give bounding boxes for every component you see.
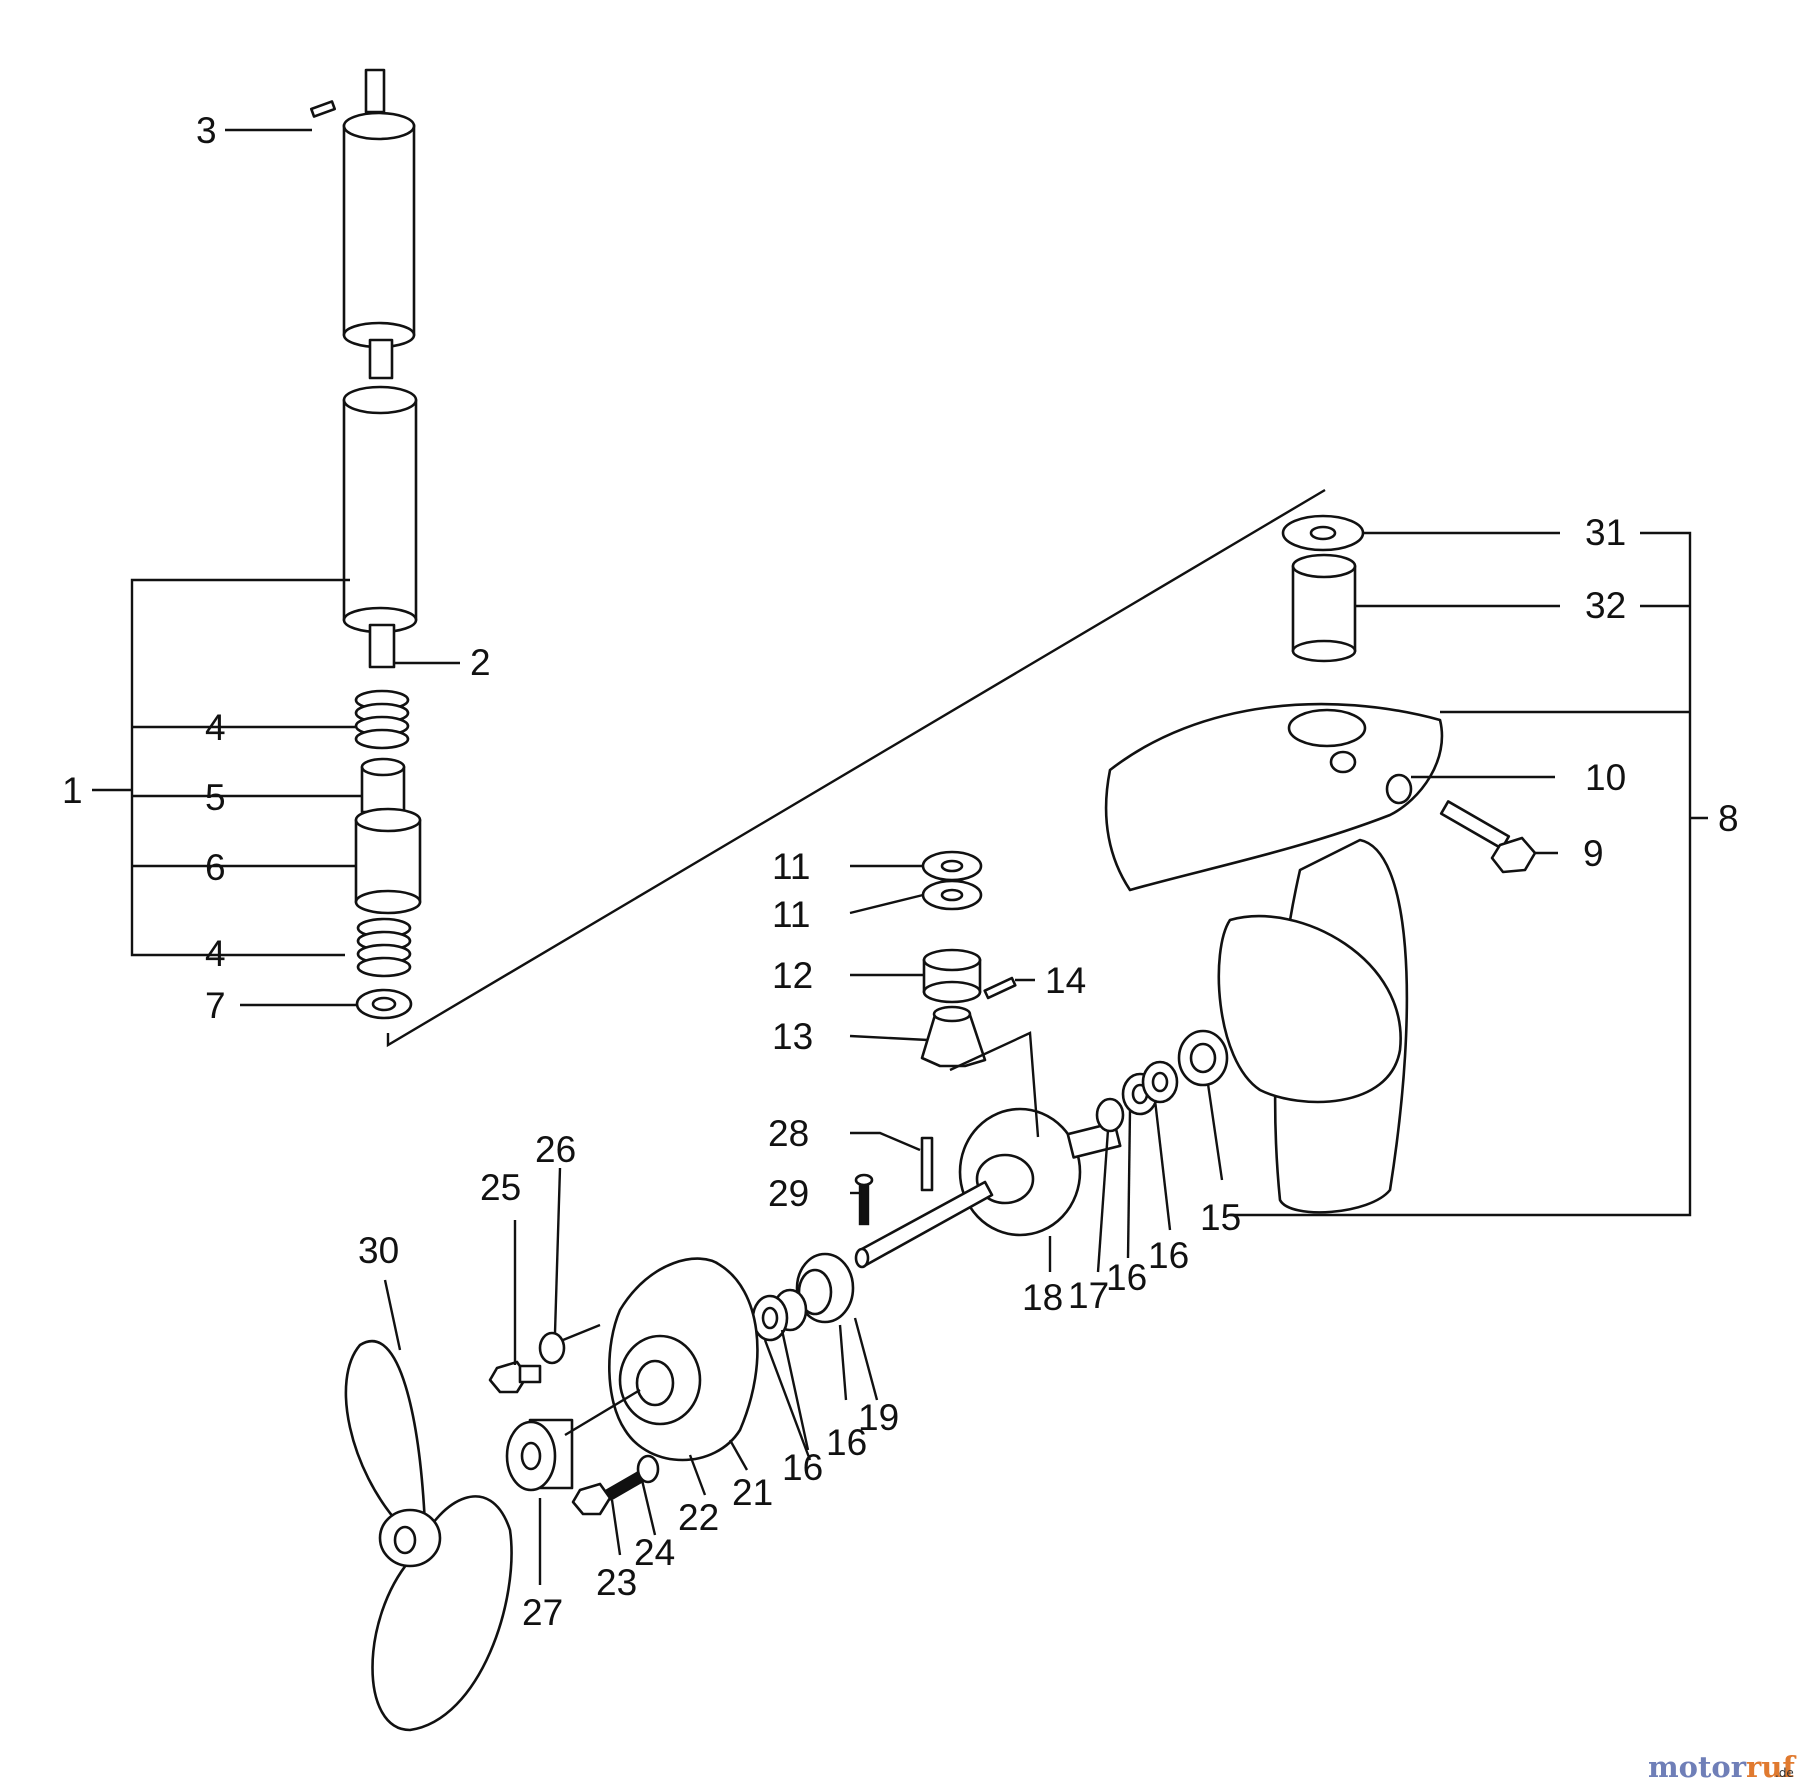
callout-21: 21: [732, 1472, 773, 1513]
screw-29: [854, 1173, 874, 1226]
callout-9: 9: [1583, 833, 1604, 874]
bushing-31: [1281, 514, 1365, 552]
callout-12: 12: [772, 955, 813, 996]
washer-7: [355, 988, 413, 1020]
washer-24: [636, 1454, 660, 1484]
lower-shaft-tube: [342, 398, 418, 622]
callout-28: 28: [768, 1113, 809, 1154]
propeller-housing-cover-21: [608, 1257, 759, 1462]
pinion-gear-13: [920, 1005, 987, 1068]
propeller-shaft: [854, 1180, 994, 1269]
drive-shaft-assembly: [309, 68, 418, 669]
watermark-brand-a: motor: [1648, 1750, 1747, 1784]
spring-4-lower: [356, 917, 412, 978]
callout-16-b: 16: [1148, 1235, 1189, 1276]
callout-11-lower: 11: [772, 894, 810, 935]
shaft-coupling: [368, 338, 394, 380]
circlip-17: [1095, 1097, 1125, 1133]
callout-6: 6: [205, 847, 226, 888]
washer-26: [538, 1331, 566, 1365]
bushing-6: [354, 807, 422, 915]
callout-29: 29: [768, 1173, 809, 1214]
washer-16-b: [1141, 1060, 1179, 1104]
callout-30: 30: [358, 1230, 399, 1271]
watermark-suffix: .de: [1775, 1766, 1794, 1780]
propeller-30: [344, 1339, 513, 1732]
bushing-5: [360, 757, 406, 814]
callout-13: 13: [772, 1016, 813, 1057]
pin-14: [983, 976, 1017, 1000]
bolt-23: [571, 1469, 648, 1516]
callout-11-upper: 11: [772, 846, 810, 887]
callout-23: 23: [596, 1562, 637, 1603]
upper-shaft-tube: [342, 123, 416, 337]
shaft-top-end: [364, 68, 386, 114]
callout-27: 27: [522, 1592, 563, 1633]
callout-25: 25: [480, 1167, 521, 1208]
callout-16-c: 16: [826, 1422, 867, 1463]
spacer-27: [505, 1418, 574, 1492]
shaft-bottom-end: [368, 623, 396, 669]
bearing-12: [922, 948, 982, 1004]
callout-5: 5: [205, 777, 226, 818]
gear-housing-8: [1104, 702, 1444, 1214]
callout-8: 8: [1718, 798, 1739, 839]
bushing-32: [1291, 553, 1357, 663]
crown-gear-18: [958, 1107, 1122, 1237]
callout-18: 18: [1022, 1277, 1063, 1318]
lower-tube-top: [342, 385, 418, 415]
washer-11-upper: [921, 850, 983, 882]
bolt-9: [1439, 800, 1537, 874]
pin-28: [920, 1136, 934, 1192]
bolt-25: [488, 1360, 542, 1394]
callout-14: 14: [1045, 960, 1086, 1001]
callout-26: 26: [535, 1129, 576, 1170]
callout-24: 24: [634, 1532, 675, 1573]
callout-4-upper: 4: [205, 707, 226, 748]
callout-3: 3: [196, 110, 217, 151]
callout-19: 19: [858, 1397, 899, 1438]
callout-10: 10: [1585, 757, 1626, 798]
callout-7: 7: [205, 985, 226, 1026]
spring-4-upper: [354, 689, 410, 750]
callout-15: 15: [1200, 1197, 1241, 1238]
callout-1: 1: [62, 770, 83, 811]
leader-lines: [92, 128, 1708, 1585]
callout-16-d: 16: [782, 1447, 823, 1488]
callout-32: 32: [1585, 585, 1626, 626]
bearing-19: [795, 1252, 855, 1324]
washer-10: [1385, 773, 1413, 805]
callout-17: 17: [1068, 1275, 1109, 1316]
upper-tube-top: [342, 111, 416, 141]
callout-16-a: 16: [1106, 1257, 1147, 1298]
callout-labels: 3 2 1 4 5 6 4 7 31 32 10 8 9 11 11 12 14…: [62, 110, 1739, 1633]
watermark-brand-r: r: [1746, 1750, 1762, 1784]
callout-31: 31: [1585, 512, 1626, 553]
motoruf-watermark: motorruf .de: [1648, 1750, 1797, 1784]
washer-11-lower: [921, 879, 983, 911]
callout-4-lower: 4: [205, 933, 226, 974]
callout-22: 22: [678, 1497, 719, 1538]
pin-3: [309, 100, 337, 118]
watermark-logo: motorruf: [1648, 1750, 1797, 1784]
bearing-15: [1177, 1029, 1229, 1087]
callout-2: 2: [470, 642, 491, 683]
watermark-brand-b: uf: [1761, 1750, 1797, 1784]
